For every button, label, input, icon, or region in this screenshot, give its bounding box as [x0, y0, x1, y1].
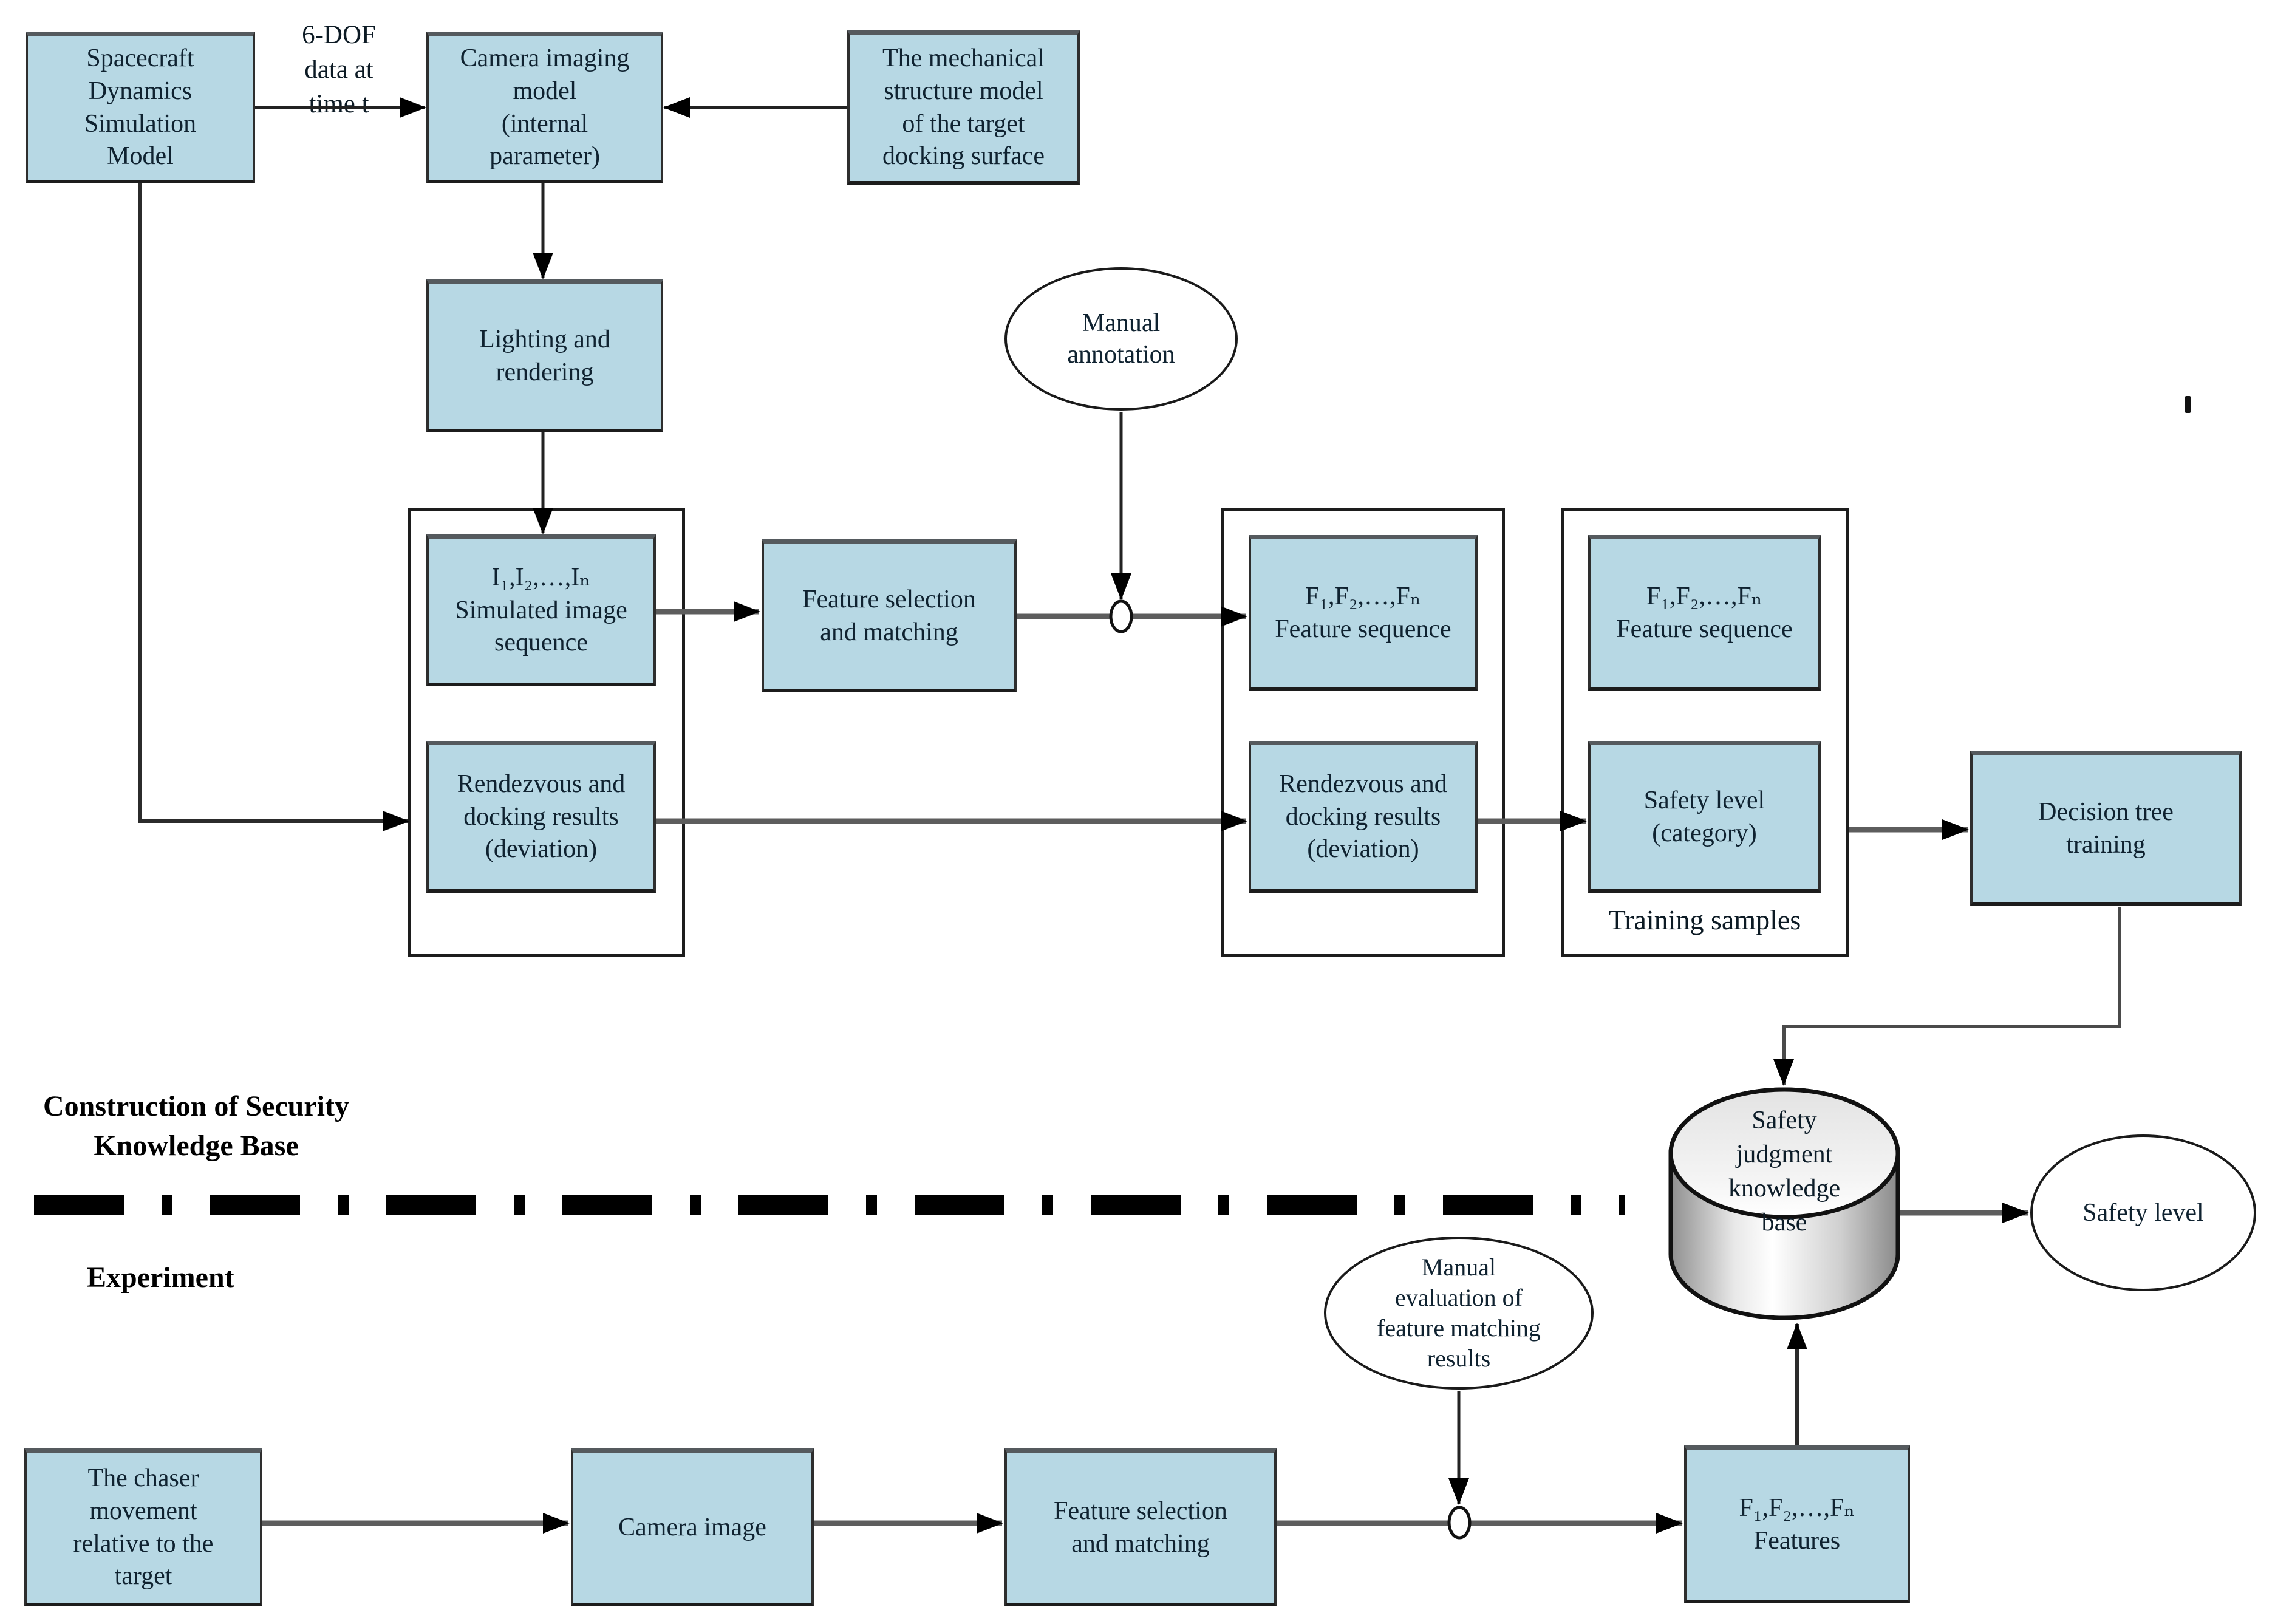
- node-label: The mechanical structure model of the ta…: [882, 44, 1045, 171]
- node-label: Lighting and rendering: [479, 325, 610, 386]
- node-feature-sequence-1: F₁,F₂,…,Fₙ Feature sequence: [1249, 535, 1478, 691]
- node-label: Spacecraft Dynamics Simulation Model: [84, 44, 197, 171]
- node-safety-knowledge-base: Safety judgment knowledge base: [1668, 1087, 1900, 1320]
- node-feature-selection-bottom: Feature selection and matching: [1004, 1448, 1277, 1606]
- node-label: I₁,I₂,…,Iₙ Simulated image sequence: [455, 563, 627, 657]
- node-spacecraft-dynamics: Spacecraft Dynamics Simulation Model: [26, 32, 255, 183]
- node-label: Feature selection and matching: [802, 585, 976, 646]
- node-manual-annotation: Manual annotation: [1004, 267, 1238, 411]
- edge-label-6dof: 6-DOF data at time t: [302, 21, 376, 118]
- node-label: The chaser movement relative to the targ…: [73, 1464, 214, 1591]
- node-label: Feature selection and matching: [1054, 1496, 1227, 1558]
- node-label: Rendezvous and docking results (deviatio…: [457, 769, 626, 864]
- node-manual-evaluation: Manual evaluation of feature matching re…: [1324, 1237, 1594, 1390]
- label-training-samples: Training samples: [1608, 904, 1801, 935]
- node-label: Manual annotation: [1067, 309, 1175, 369]
- node-label: Manual evaluation of feature matching re…: [1377, 1254, 1541, 1372]
- node-decision-tree-training: Decision tree training: [1970, 751, 2242, 906]
- section-label-construction: Construction of Security Knowledge Base: [43, 1090, 349, 1162]
- node-rendezvous-results-2: Rendezvous and docking results (deviatio…: [1249, 741, 1478, 893]
- node-camera-imaging-model: Camera imaging model (internal parameter…: [426, 32, 663, 183]
- node-label: Rendezvous and docking results (deviatio…: [1279, 769, 1447, 864]
- node-simulated-image-sequence: I₁,I₂,…,Iₙ Simulated image sequence: [426, 534, 656, 686]
- node-label: Safety level (category): [1643, 786, 1765, 847]
- node-label: Camera image: [618, 1513, 766, 1541]
- node-feature-selection-top: Feature selection and matching: [762, 539, 1017, 692]
- node-safety-level-output: Safety level: [2030, 1134, 2256, 1291]
- connector-spacecraft-to-rendezvous1: [138, 183, 409, 831]
- node-label: Camera imaging model (internal parameter…: [460, 44, 630, 171]
- junction-circle-top: [1109, 599, 1133, 633]
- node-label: Safety level: [2082, 1198, 2204, 1227]
- node-label: Decision tree training: [2038, 797, 2174, 859]
- node-rendezvous-results-1: Rendezvous and docking results (deviatio…: [426, 741, 656, 893]
- node-label: F₁,F₂,…,Fₙ Feature sequence: [1616, 582, 1793, 643]
- node-label: Safety judgment knowledge base: [1728, 1107, 1841, 1237]
- node-chaser-movement: The chaser movement relative to the targ…: [24, 1448, 262, 1606]
- node-safety-level-category: Safety level (category): [1588, 741, 1821, 893]
- node-camera-image: Camera image: [571, 1448, 814, 1606]
- stray-mark: [2185, 396, 2191, 413]
- section-label-experiment: Experiment: [87, 1261, 234, 1294]
- node-label: F₁,F₂,…,Fₙ Features: [1739, 1493, 1855, 1555]
- junction-circle-bottom: [1447, 1506, 1472, 1540]
- node-features-output: F₁,F₂,…,Fₙ Features: [1684, 1445, 1910, 1603]
- node-label: F₁,F₂,…,Fₙ Feature sequence: [1275, 582, 1451, 643]
- node-mechanical-structure-model: The mechanical structure model of the ta…: [847, 30, 1080, 185]
- node-lighting-rendering: Lighting and rendering: [426, 279, 663, 432]
- database-cylinder-icon: [1668, 1087, 1900, 1320]
- node-feature-sequence-2: F₁,F₂,…,Fₙ Feature sequence: [1588, 535, 1821, 691]
